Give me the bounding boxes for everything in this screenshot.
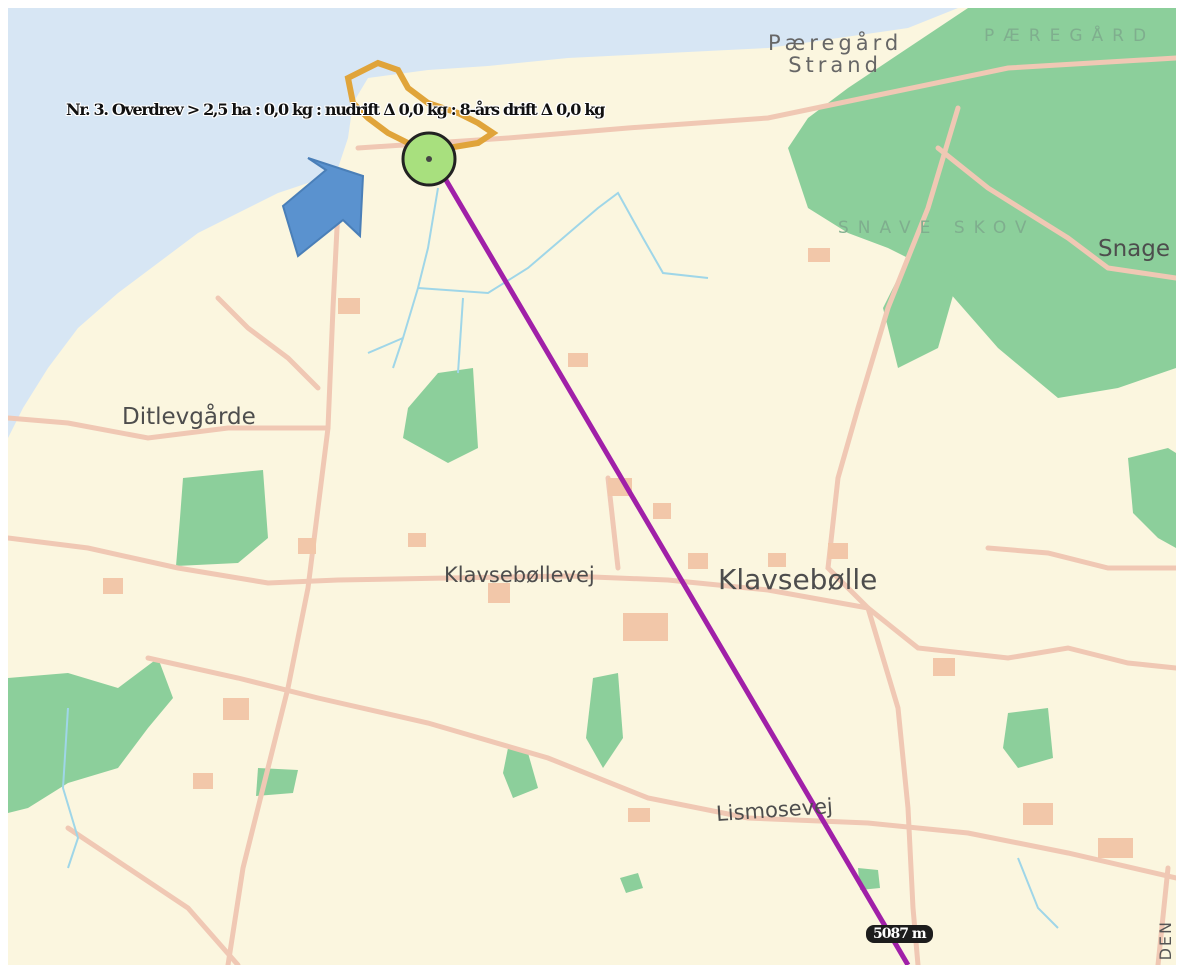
sea-area [8, 8, 958, 438]
forest-east-mid [1003, 708, 1053, 768]
forest-east-edge [1128, 448, 1176, 548]
place-label-paeregard-strand: Pæregård Strand [768, 31, 903, 77]
building [193, 773, 213, 789]
road-label-klavsebollevej: Klavsebøllevej [444, 563, 595, 587]
forest-center-small [586, 673, 623, 768]
road-coastal [355, 55, 1176, 151]
building [408, 533, 426, 547]
stream [367, 337, 404, 354]
building [768, 553, 786, 567]
building [653, 503, 671, 519]
streams [61, 187, 1059, 929]
road-south-branch [65, 825, 241, 965]
building [828, 543, 848, 559]
building [338, 298, 360, 314]
building [103, 578, 123, 594]
building [568, 353, 588, 367]
forest-snave-skov [788, 8, 1176, 398]
stream [417, 191, 709, 295]
road-ditlevgarde [8, 415, 331, 441]
building [1098, 838, 1133, 858]
forest-east-strip [883, 258, 958, 368]
forest-areas [8, 8, 1176, 893]
road-farm-west [215, 295, 321, 391]
building [808, 248, 830, 262]
road-label-edge: DEN [1156, 920, 1175, 961]
road-east-edge [1155, 865, 1171, 965]
stream [457, 297, 464, 374]
forest-north-plot [403, 368, 478, 463]
road-klavsebollevej [8, 535, 1176, 671]
place-label-klavsebolle: Klavsebølle [718, 563, 878, 596]
distance-label: 5087 m [866, 925, 933, 943]
building [1023, 803, 1053, 825]
measure-line [430, 156, 911, 965]
stream [392, 187, 439, 369]
forest-west-plot [176, 470, 268, 566]
map-canvas[interactable] [8, 8, 1176, 965]
building [933, 658, 955, 676]
building [298, 538, 316, 554]
buildings [103, 248, 1133, 858]
building [223, 698, 249, 720]
road-forest-inner [935, 145, 1176, 281]
location-marker-icon[interactable] [401, 131, 457, 187]
road-north-south-west [225, 205, 341, 965]
parcel-outline [344, 59, 499, 151]
road-far-east [985, 545, 1176, 571]
road-east-north-south [825, 105, 961, 965]
stream [1017, 857, 1059, 929]
road-network [8, 55, 1176, 965]
building [623, 613, 668, 641]
building [488, 583, 510, 603]
map-viewport[interactable]: Pæregård Strand PÆREGÅRD SNAVE SKOV Snag… [8, 8, 1176, 965]
place-label-snage: Snage [1098, 236, 1171, 262]
arrow-pointer-icon [281, 157, 365, 258]
place-label-ditlevgarde: Ditlevgårde [122, 404, 256, 430]
area-label-paeregard: PÆREGÅRD [984, 26, 1156, 46]
building [628, 808, 650, 822]
stream [61, 707, 80, 869]
forest-southwest [8, 658, 173, 813]
area-label-snave-skov: SNAVE SKOV [838, 218, 1036, 238]
parcel-annotation-label: Nr. 3. Overdrev > 2,5 ha : 0,0 kg : nudr… [66, 100, 605, 119]
forest-center-strip [503, 748, 538, 798]
building [688, 553, 708, 569]
forest-tiny [620, 873, 643, 893]
road-lismosevej [145, 655, 1176, 881]
